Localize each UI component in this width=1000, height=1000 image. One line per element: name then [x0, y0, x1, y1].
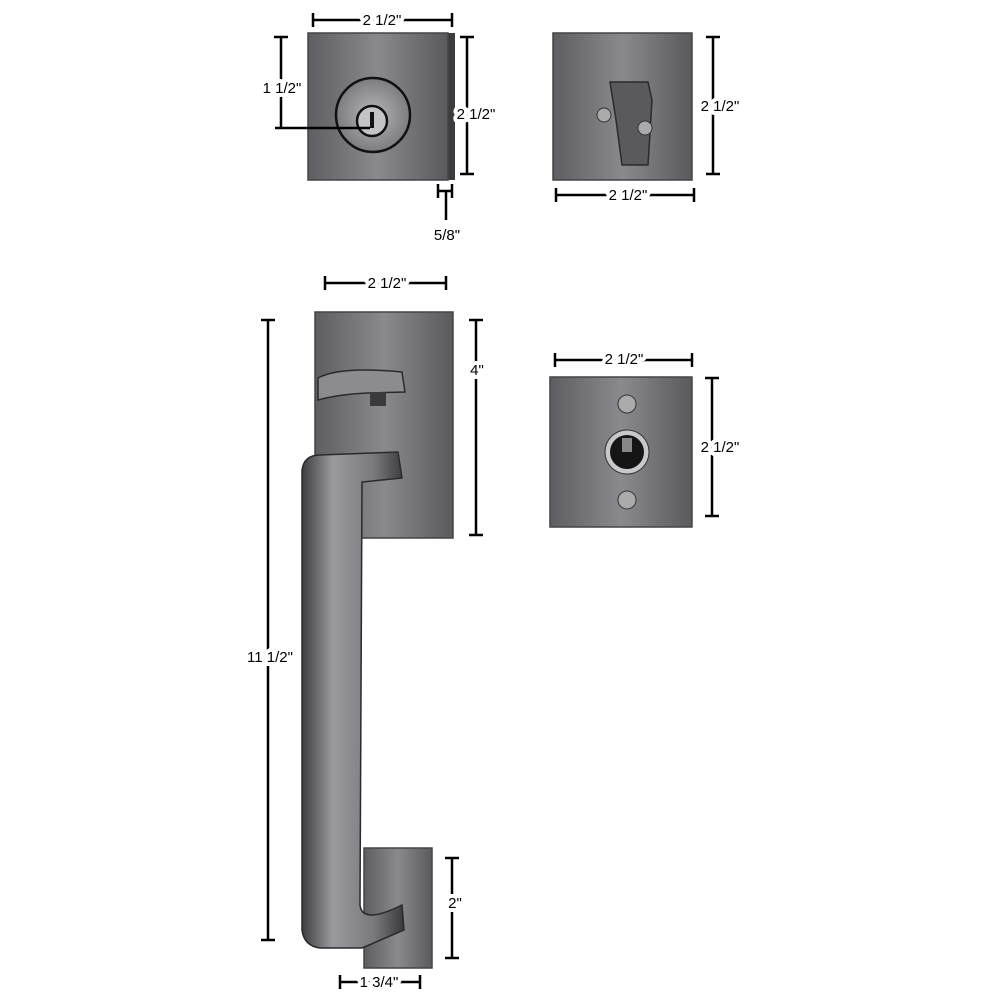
grip-handle-icon: [301, 451, 405, 949]
deadbolt-dimensions: 2 1/2" 1 1/2" 2 1/2" 5/8": [259, 8, 500, 248]
handleset-top-width-label: 2 1/2": [368, 275, 407, 292]
handleset-overall-height-label: 11 1/2": [247, 649, 293, 666]
deadbolt-exterior: [307, 32, 455, 181]
thumbturn-height-label: 2 1/2": [701, 98, 740, 115]
handleset-bottom-height-label: 2": [448, 895, 462, 912]
screw-icon: [617, 490, 637, 510]
privacy-rose: [549, 376, 693, 528]
thumbturn-dimensions: 2 1/2" 2 1/2": [554, 35, 743, 208]
handleset: [301, 311, 454, 969]
screw-icon: [617, 394, 637, 414]
deadbolt-depth-label: 5/8": [434, 227, 460, 244]
privacy-rose-dimensions: 2 1/2" 2 1/2": [553, 347, 743, 518]
deadbolt-height-label: 2 1/2": [457, 106, 496, 123]
handleset-dimensions: 2 1/2" 4" 11 1/2" 2" 1 3/4": [243, 271, 488, 995]
thumbturn-interior: [552, 32, 693, 181]
privacy-width-label: 2 1/2": [605, 351, 644, 368]
thumbturn-knob-icon: [609, 81, 653, 166]
deadbolt-width-label: 2 1/2": [363, 12, 402, 29]
deadbolt-keyhole-label: 1 1/2": [263, 80, 302, 97]
thumbturn-width-label: 2 1/2": [609, 187, 648, 204]
handleset-top-height-label: 4": [470, 362, 484, 379]
handleset-bottom-width-label: 1 3/4": [360, 974, 399, 991]
privacy-height-label: 2 1/2": [701, 439, 740, 456]
